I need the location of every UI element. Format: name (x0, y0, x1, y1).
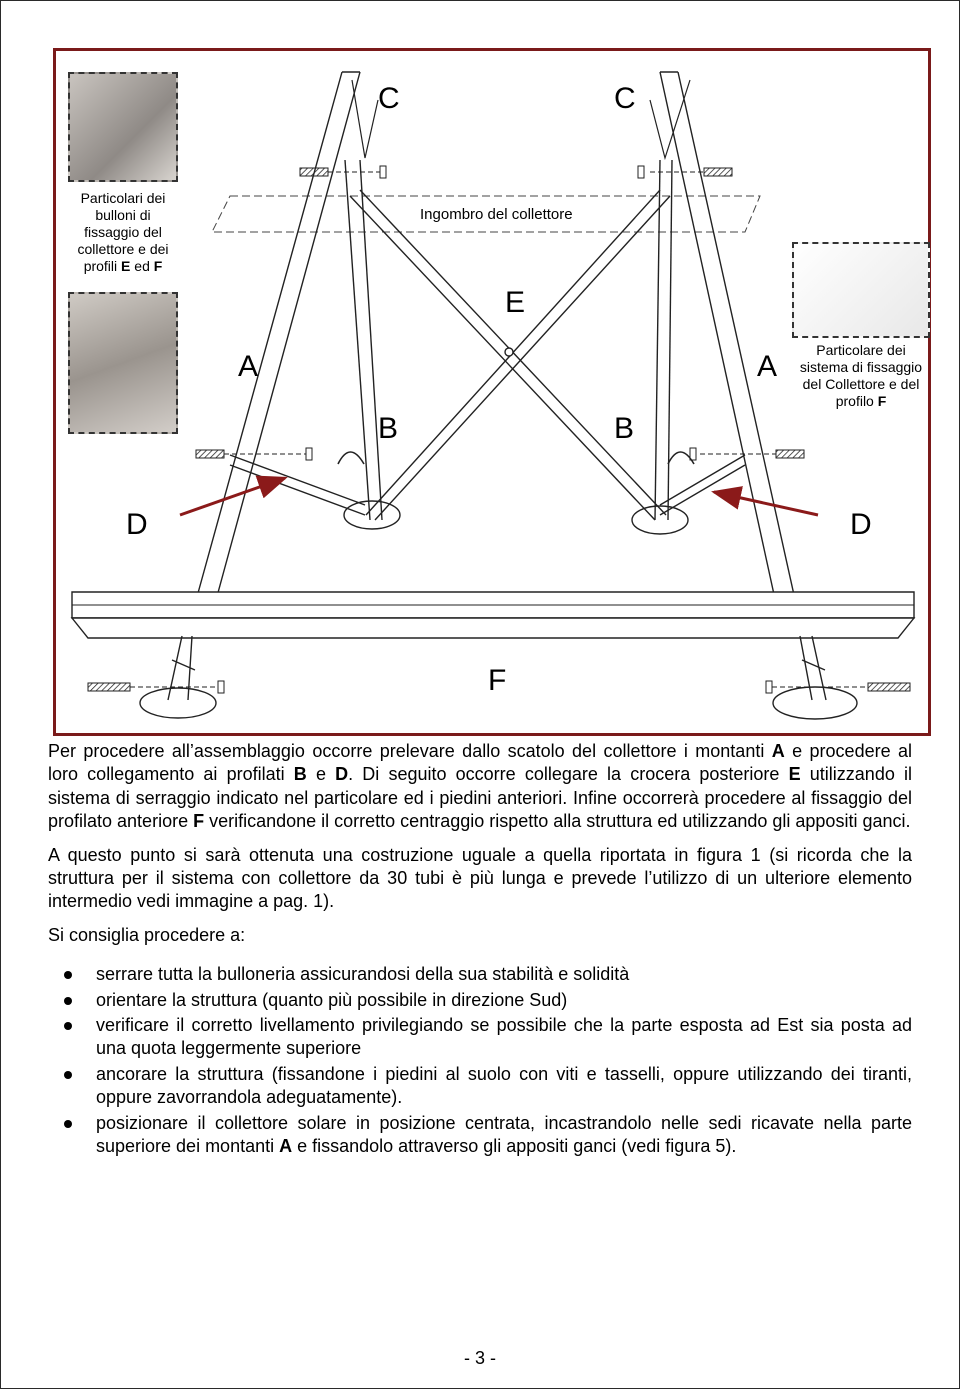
label-a-left: A (238, 350, 259, 383)
paragraph-1: Per procedere all’assemblaggio occorre p… (48, 741, 912, 832)
left-caption: Particolari dei bulloni di fissaggio del… (77, 190, 169, 274)
figure-frame (53, 48, 931, 736)
arrows-d (179, 475, 819, 517)
bullet-icon (64, 1119, 72, 1128)
label-f: F (488, 664, 507, 697)
brace-b (229, 454, 746, 516)
bullet-list: serrare tutta la bulloneria assicurandos… (48, 963, 912, 1158)
list-item: ancorare la struttura (fissandone i pied… (48, 1063, 912, 1110)
bullet-icon (64, 1022, 72, 1031)
list-item: verificare il corretto livellamento priv… (48, 1014, 912, 1061)
bullet-icon (64, 1070, 72, 1079)
bolts (87, 165, 911, 694)
list-item: orientare la struttura (quanto più possi… (48, 989, 912, 1012)
paragraph-2: A questo punto si sarà ottenuta una cost… (48, 844, 912, 912)
list-item: serrare tutta la bulloneria assicurandos… (48, 963, 912, 986)
label-e: E (505, 286, 526, 319)
assembly-diagram (70, 71, 916, 720)
right-montant-a (649, 71, 801, 623)
right-caption: Particolare dei sistema di fissaggio del… (799, 342, 923, 409)
left-montant-a (189, 71, 383, 623)
label-d-left: D (126, 508, 148, 541)
collector-footprint-outline (211, 195, 761, 233)
feet (139, 500, 858, 720)
crossbrace-e (349, 189, 671, 521)
hook-icons (337, 451, 695, 465)
bolt-photo-bottom (68, 292, 178, 434)
bullet-icon (64, 996, 72, 1005)
label-c-left: C (378, 82, 400, 115)
paragraph-3: Si consiglia procedere a: (48, 924, 246, 945)
label-b-left: B (378, 412, 399, 445)
label-a-right: A (757, 350, 778, 383)
front-profile-f (70, 591, 916, 639)
bullet-icon (64, 971, 72, 980)
collector-footprint-label: Ingombro del collettore (420, 206, 573, 223)
front-legs (167, 635, 827, 701)
label-d-right: D (850, 508, 872, 541)
list-item: posizionare il collettore solare in posi… (48, 1112, 912, 1159)
label-b-right: B (614, 412, 635, 445)
bolt-photo-top (68, 72, 178, 182)
page-number: - 3 - (463, 1348, 496, 1368)
fixing-photo (792, 242, 930, 338)
body-text: Per procedere all’assemblaggio occorre p… (48, 740, 912, 1161)
label-c-right: C (614, 82, 636, 115)
